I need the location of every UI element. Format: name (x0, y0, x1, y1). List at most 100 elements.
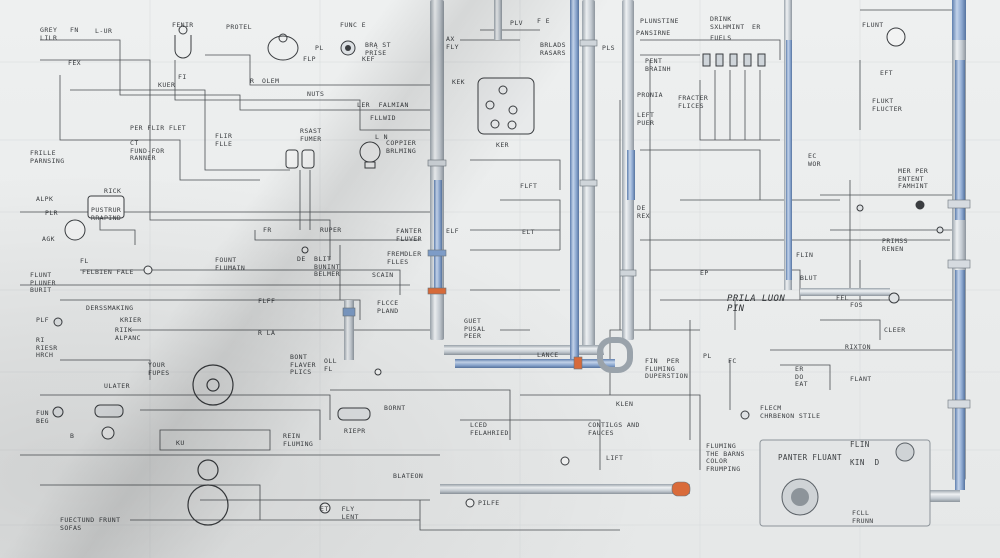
label-flcce-pland: FLCCE PLAND (377, 299, 399, 315)
blue-pipes (434, 0, 966, 490)
label-drink-sxlhmint: DRINK SXLHMINT (710, 15, 745, 31)
label-flft: FLFT (520, 182, 538, 190)
sink-fixture-icon (267, 33, 299, 61)
label-kef: KEF (362, 55, 375, 63)
label-brst-prise: BRĄ ST PRISE (365, 41, 391, 57)
label-prila-luon: PRILA LUON PIN (727, 294, 786, 314)
pump-icon (477, 77, 535, 135)
label-blut: BLUT (800, 274, 818, 282)
label-ep: EP (700, 269, 709, 277)
label-fenir: FENIR (172, 21, 194, 29)
label-bornt: BORNT (384, 404, 406, 412)
label-fc: FC (728, 357, 737, 365)
label-de: DE (297, 255, 306, 263)
label-fi: FI (178, 73, 187, 81)
schematic-lines (20, 9, 960, 531)
label-fremdler-flles: FREMDLER FLLES (387, 250, 422, 266)
label-lift: LIFT (606, 454, 624, 462)
label-eft: EFT (880, 69, 893, 77)
label-klen: KLEN (616, 400, 634, 408)
label-fr: FR (263, 226, 272, 234)
label-rein-fluming: REIN FLUMING (283, 432, 314, 448)
label-pent-brainh: PENT BRAINH (645, 57, 671, 73)
label-nuts: NUTS (307, 90, 325, 98)
label-er: ER (752, 23, 761, 31)
label-protel: PROTEL (226, 23, 252, 31)
faucet-icon (174, 25, 192, 59)
label-ku: KU (176, 439, 185, 447)
label-et-fly-lent: ET FLY LENT (320, 505, 359, 521)
label-l-n: L N (375, 133, 388, 141)
label-panter-fluant: PANTER FLUANT (778, 453, 842, 462)
label-derssmaking: DERSSMAKING (86, 304, 134, 312)
label-plf: PLF (36, 316, 49, 324)
label-rixton: RIXTON (845, 343, 871, 351)
label-elt: ELT (522, 228, 535, 236)
label-per-flir-flet: PER FLIR FLET (130, 124, 187, 132)
label-rik: KER (496, 141, 509, 149)
label-riepr: RIEPR (344, 427, 366, 435)
label-fracter-flices: FRACTER FLICES (678, 94, 709, 110)
label-fl: FL (80, 257, 89, 265)
label-fllwid: FLLWID (370, 114, 396, 122)
pipe-fittings (342, 39, 971, 497)
label-felbien-fale: FELBIEN FALE (82, 268, 134, 276)
label-copper-brlming: COPPIER BRLMING (386, 139, 417, 155)
label-kuer: KUER (158, 81, 176, 89)
label-primss-renen: PRIMSS RENEN (882, 237, 908, 253)
label-elf: ELF (446, 227, 459, 235)
water-heater-icon (52, 317, 750, 421)
label-fune-e: FUNC E (340, 21, 366, 29)
label-pilfe: PILFE (478, 499, 500, 507)
label-plv: PLV (510, 19, 523, 27)
label-frille-parnsing: FRILLE PARNSING (30, 149, 65, 165)
label-flant: FLANT (850, 375, 872, 383)
label-bont-flaver: BONT FLAVER PLICS (290, 353, 316, 376)
label-b: B (70, 432, 75, 440)
label-fel: FEL (836, 294, 849, 302)
label-lance: LANCE (537, 351, 559, 359)
label-olem: OLEM (262, 77, 280, 85)
label-pronia: PRONIA (637, 91, 663, 99)
label-guet-pusal-peer: GUET PUSAL PEER (464, 317, 486, 340)
label-ri-riesr: RI RIESR HRCH (36, 336, 58, 359)
tap-icon (702, 53, 766, 67)
label-fos: FOS (850, 301, 863, 309)
label-ruper: RUPER (320, 226, 342, 234)
label-rsast-fumer: RSAST FUMER (300, 127, 322, 143)
label-rick: RICK (104, 187, 122, 195)
label-contilgs-fauces: CONTILGS AND FAUCES (588, 421, 640, 437)
label-grey-lilr: GREY LILR (40, 26, 58, 42)
label-flunt-plunder: FLUNT PLUNER BURIT (30, 271, 56, 294)
label-fin-per-fluming: FIN PER FLUMING DUPERSTION (645, 357, 689, 380)
label-ct-fund: CT FUND-FOR RANNER (130, 139, 165, 162)
label-alpk: ALPK (36, 195, 54, 203)
label-lced-felahried: LCED FELAHRIED (470, 421, 509, 437)
ceramic-ring-icon (319, 368, 475, 514)
label-ec-wor: EC WOR (808, 152, 821, 168)
meter-icon (87, 149, 315, 219)
label-plunstine: PLUNSTINE (640, 17, 679, 25)
label-flin-kin: FLIN KIN D (850, 440, 880, 467)
label-flecm-chrbenon: FLECM CHRBENON STILE (760, 404, 821, 420)
label-riik-alpanc: RIIK ALPANC (115, 326, 141, 342)
label-fount-flumain: FOUNT FLUMAIN (215, 256, 246, 272)
label-pls: PLS (602, 44, 615, 52)
label-l-ur: L-UR (95, 27, 113, 35)
label-oll-fl: OLL FL (324, 357, 337, 373)
label-f-e: F E (537, 17, 550, 25)
label-scain: SCAIN (372, 271, 394, 279)
label-pl-mid: PL (703, 352, 712, 360)
label-fcll-frunn: FCLL FRUNN (852, 509, 874, 525)
label-pustrur-rrapind: PUSTRUR RRAPIND (91, 206, 122, 222)
label-blit-bunint-belmer: BLIT BUNINT BELMER (314, 255, 340, 278)
label-flff: FLFF (258, 297, 276, 305)
label-kek: KEK (452, 78, 465, 86)
label-flir-flle: FLIR FLLE (215, 132, 233, 148)
label-r: R (250, 77, 255, 85)
label-plr: PLR (45, 209, 58, 217)
valve-icon (340, 40, 356, 56)
label-flp: FLP (303, 55, 316, 63)
label-fanter-fluver: FANTER FLUVER (396, 227, 422, 243)
label-r-la: R LA (258, 329, 276, 337)
